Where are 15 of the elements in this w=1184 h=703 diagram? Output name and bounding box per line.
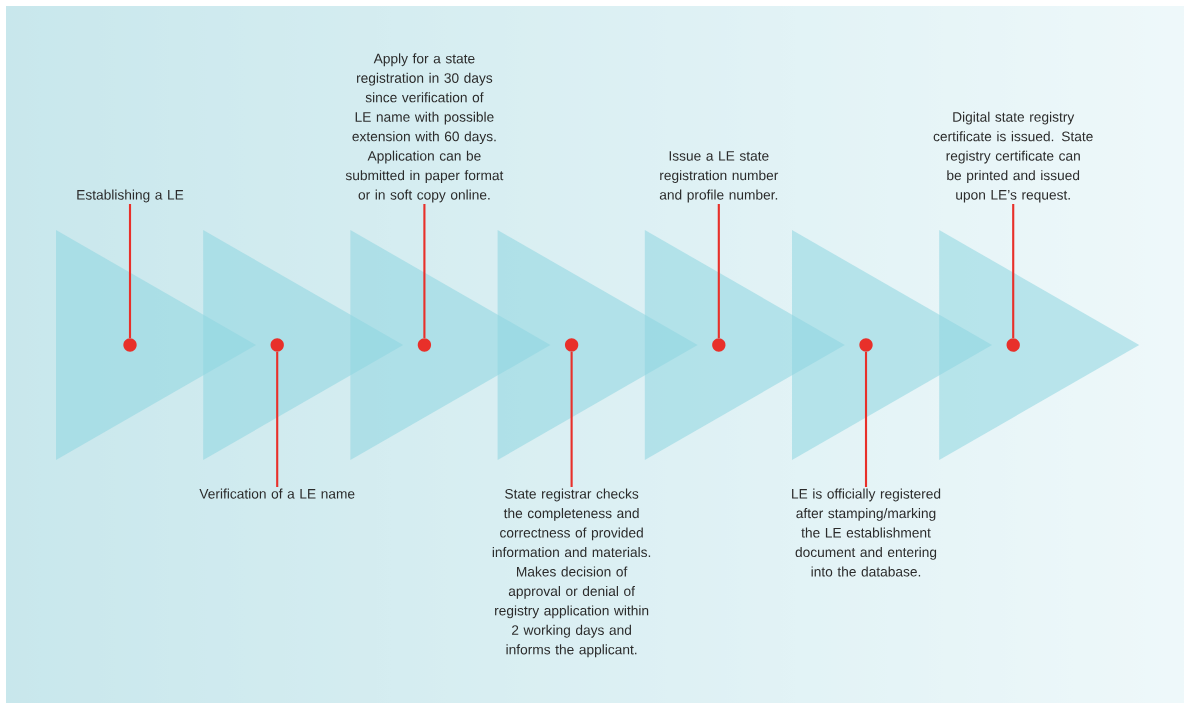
step-text: Verification of a LE name [199,488,355,499]
arrow-triangle [939,230,1140,460]
leader-line [864,351,868,487]
leader-line [128,204,132,339]
step-text: Digital state registry certificate is issued. State registry certificate can be printed and issued upon LE’s request. [933,111,1093,203]
leader-line [570,351,573,487]
step-text: Apply for a state registration in 30 days since verification of LE name with possible extension with 60 days. Application can be submitted in paper format or in soft copy online. [345,53,504,203]
leader-line [423,204,426,339]
leader-line [1012,204,1015,339]
step-text: LE is officially registered after stamping/marking the LE establishment document and entering into the database. [792,488,941,577]
step-text: State registrar checks the completeness and correctness of provided information and materials. Makes decision of approval or denial of registry application within 2 working days and informs the applicant. [492,488,651,658]
step-text: Establishing a LE [77,189,184,203]
leader-line [276,351,279,487]
leader-line [717,204,720,339]
step-text: Issue a LE state registration number and profile number. [659,151,779,203]
